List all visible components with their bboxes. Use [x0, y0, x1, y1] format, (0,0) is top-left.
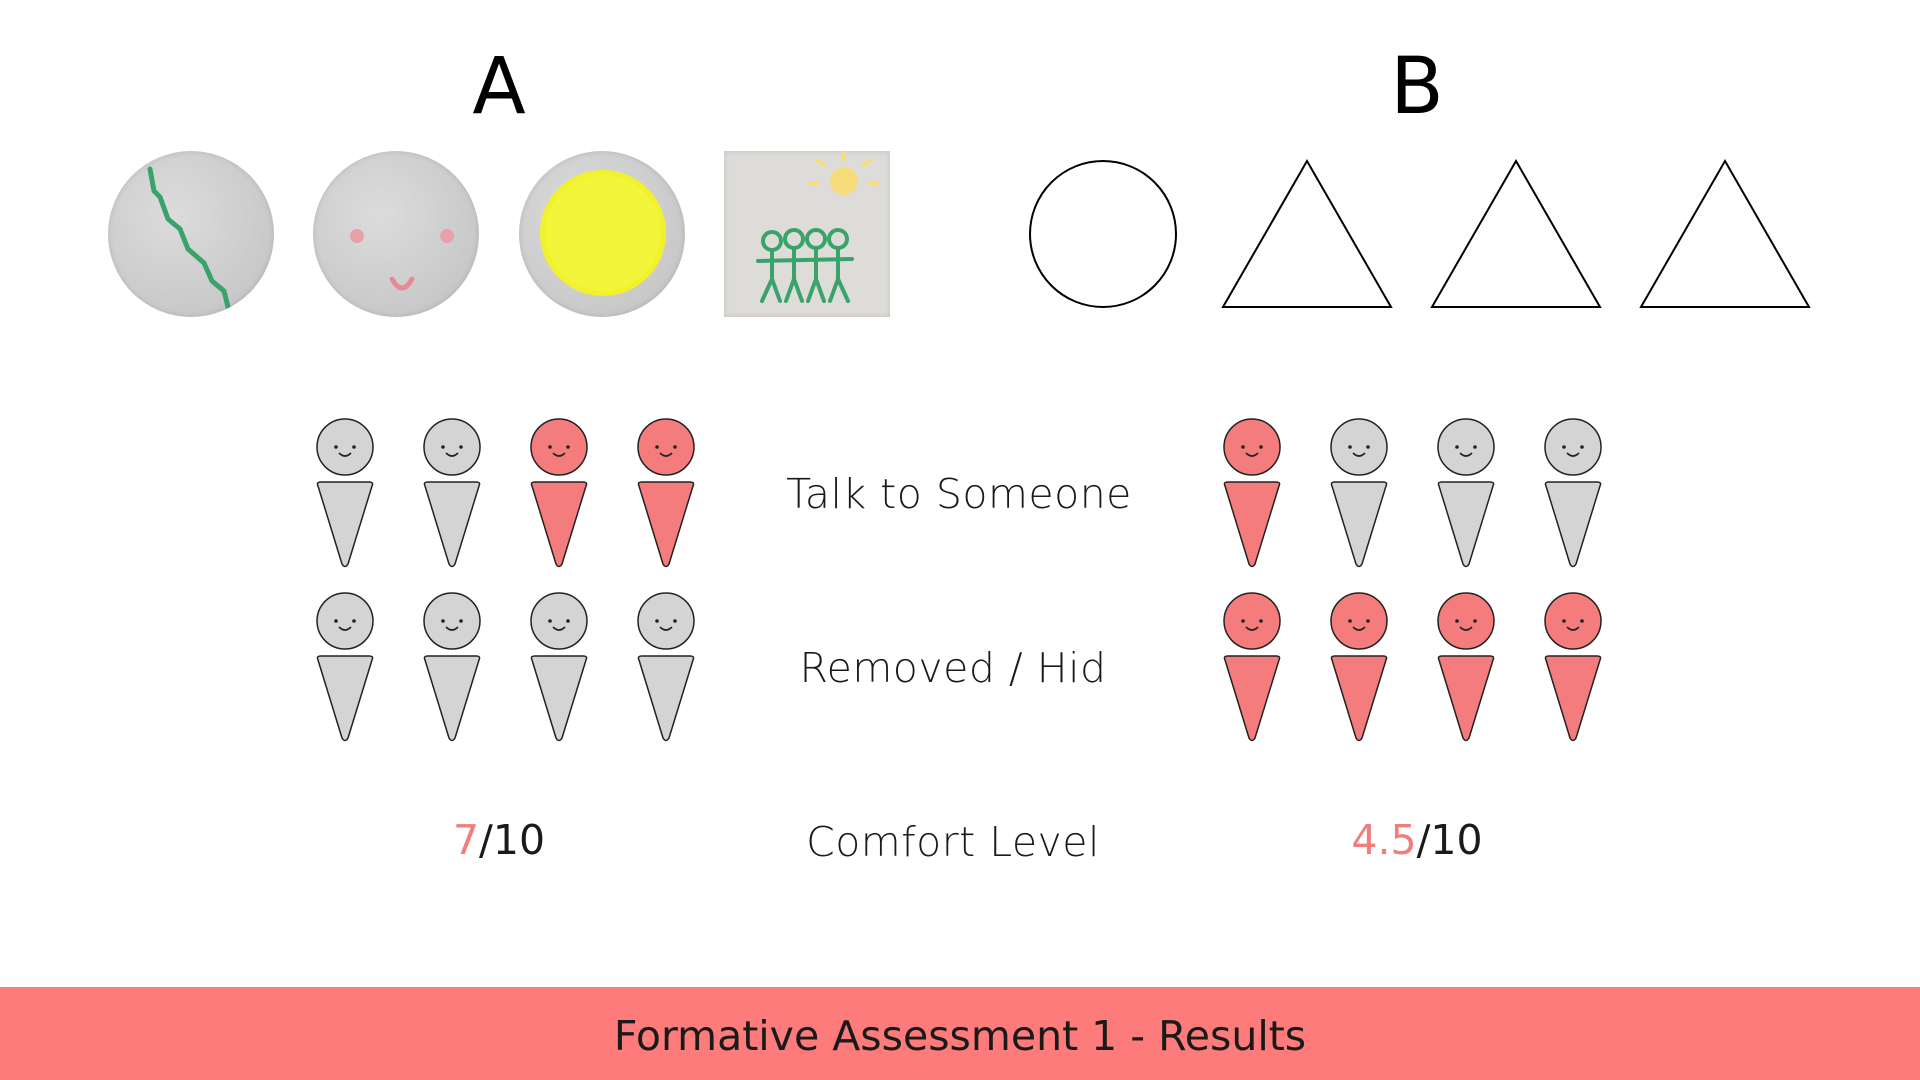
group-a-comfort-score: 7/10 — [369, 820, 629, 861]
person-figure-highlighted — [530, 418, 588, 568]
person-figure-highlighted — [1544, 592, 1602, 742]
group-b-removed-figures — [1221, 592, 1604, 756]
person-figure — [423, 592, 481, 742]
person-figure — [1544, 418, 1602, 568]
group-b-shapes — [1029, 158, 1811, 308]
person-figure — [637, 592, 695, 742]
person-figure — [530, 592, 588, 742]
person-figure-highlighted — [1437, 592, 1495, 742]
triangle-shape-icon — [1221, 158, 1393, 308]
group-b-comfort-suffix: /10 — [1416, 816, 1483, 864]
footer-bar: Formative Assessment 1 - Results — [0, 987, 1920, 1080]
crack-line-token — [108, 151, 274, 317]
comfort-level-label: Comfort Level — [806, 818, 1100, 866]
stick-family-token — [724, 151, 890, 317]
group-a-title: A — [472, 42, 526, 132]
person-figure-row — [316, 592, 695, 742]
group-a-comfort-value: 7 — [452, 816, 480, 864]
triangle-shape-icon — [1639, 158, 1811, 308]
smiley-face-icon — [350, 229, 454, 291]
person-figure-row — [1223, 592, 1602, 742]
slide-footer-title: Formative Assessment 1 - Results — [613, 1012, 1307, 1060]
person-figure-row — [316, 418, 695, 568]
person-figure — [1330, 418, 1388, 568]
person-figure-row — [1223, 418, 1602, 568]
person-figure-highlighted — [1330, 592, 1388, 742]
person-figure — [1437, 418, 1495, 568]
person-figure-highlighted — [1223, 592, 1281, 742]
group-b-comfort-score: 4.5/10 — [1287, 820, 1547, 861]
person-figure-highlighted — [1223, 418, 1281, 568]
group-b-title: B — [1390, 42, 1444, 132]
yellow-sun-token — [519, 151, 685, 317]
circle-shape-icon — [1029, 160, 1177, 308]
green-jagged-line-icon — [147, 166, 233, 317]
group-b-comfort-value: 4.5 — [1351, 816, 1417, 864]
group-a-removed-figures — [314, 592, 697, 756]
person-figure — [316, 592, 374, 742]
stick-figures-with-sun-icon — [756, 151, 880, 303]
person-figure — [316, 418, 374, 568]
smiley-face-token — [313, 151, 479, 317]
group-a-comfort-suffix: /10 — [479, 816, 546, 864]
group-a-talk-figures — [314, 418, 697, 582]
talk-to-someone-label: Talk to Someone — [786, 470, 1132, 518]
person-figure — [423, 418, 481, 568]
removed-hid-label: Removed / Hid — [799, 644, 1107, 692]
group-b-talk-figures — [1221, 418, 1604, 582]
triangle-shape-icon — [1430, 158, 1602, 308]
person-figure-highlighted — [637, 418, 695, 568]
yellow-circle-icon — [540, 170, 666, 296]
